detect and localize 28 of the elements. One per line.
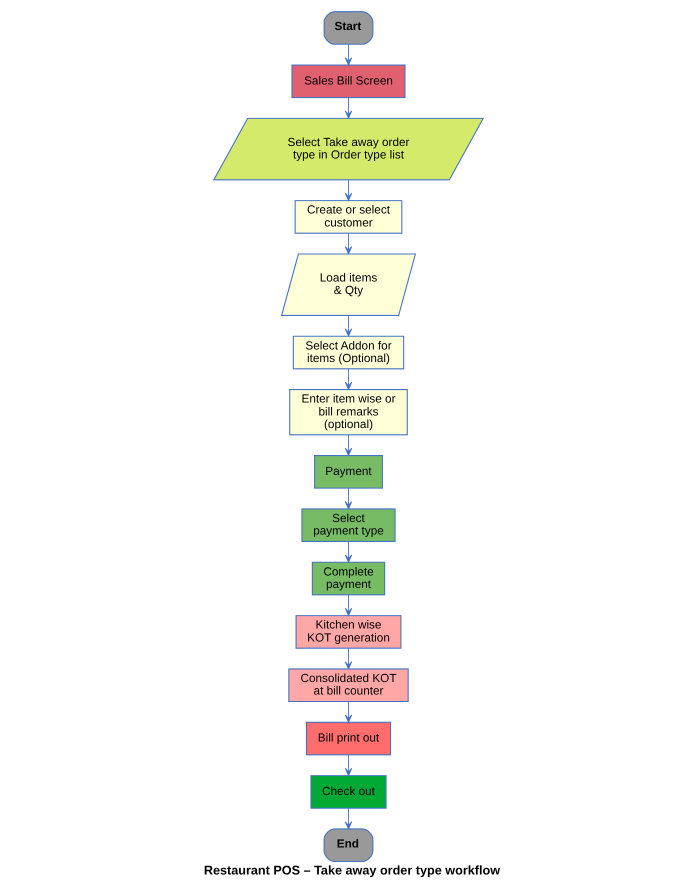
arrow bbox=[344, 434, 352, 456]
node-box: Consolidated KOT at bill counter bbox=[288, 668, 408, 702]
node-box: Sales Bill Screen bbox=[290, 64, 406, 98]
arrow bbox=[344, 701, 352, 723]
arrow bbox=[344, 594, 352, 616]
caption: Restaurant POS – Take away order type workflow bbox=[203, 863, 500, 878]
node-box: Enter item wise or bill remarks (optional) bbox=[288, 389, 408, 436]
node-box: Kitchen wise KOT generation bbox=[295, 615, 401, 649]
node-box: Select Addon for items (Optional) bbox=[292, 336, 404, 370]
arrow bbox=[344, 179, 352, 201]
arrow bbox=[344, 488, 352, 510]
node-box: Payment bbox=[314, 455, 382, 489]
arrow bbox=[344, 368, 352, 390]
arrow bbox=[344, 97, 352, 119]
node-box: Bill print out bbox=[305, 722, 391, 756]
node-box: Check out bbox=[310, 775, 386, 809]
node-box: Complete payment bbox=[311, 562, 385, 596]
arrow bbox=[344, 648, 352, 670]
node-box: Select payment type bbox=[300, 508, 396, 542]
node-box: Start bbox=[323, 11, 373, 45]
node-box: End bbox=[323, 828, 373, 862]
arrow bbox=[344, 315, 352, 337]
arrow bbox=[344, 808, 352, 830]
arrow bbox=[344, 754, 352, 776]
arrow bbox=[344, 44, 352, 66]
arrow bbox=[344, 541, 352, 563]
arrow bbox=[344, 233, 352, 254]
node-box: Create or select customer bbox=[294, 200, 402, 234]
